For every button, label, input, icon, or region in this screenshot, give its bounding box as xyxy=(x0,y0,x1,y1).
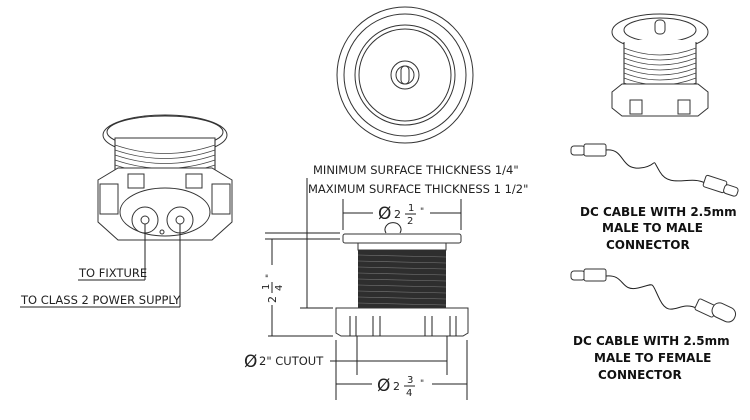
callout-to-power: TO CLASS 2 POWER SUPPLY xyxy=(20,224,181,308)
min-thickness-label: MINIMUM SURFACE THICKNESS 1/4" xyxy=(313,163,519,177)
flange-dim-whole: 2 xyxy=(394,208,401,221)
cable-male-to-male-caption: DC CABLE WITH 2.5mm MALE TO MALE CONNECT… xyxy=(580,205,737,252)
cable-caption-line: DC CABLE WITH 2.5mm xyxy=(580,205,737,219)
cable-caption-line: MALE TO MALE xyxy=(602,221,703,235)
cable-male-to-male-drawing xyxy=(570,143,739,197)
cable-male-to-female-caption: DC CABLE WITH 2.5mm MALE TO FEMALE CONNE… xyxy=(573,334,730,382)
diameter-symbol: Ø xyxy=(377,376,390,396)
base-dim-unit: " xyxy=(420,379,424,389)
dim-flange-diameter: Ø 2 1 2 " xyxy=(342,199,462,230)
flange-dim-num: 1 xyxy=(408,203,414,214)
isometric-fixture-view xyxy=(97,114,233,241)
cable-caption-line: DC CABLE WITH 2.5mm xyxy=(573,334,730,348)
cable-caption-line: CONNECTOR xyxy=(606,238,690,252)
dim-cutout: Ø 2" CUTOUT xyxy=(244,336,448,375)
to-power-supply-label: TO CLASS 2 POWER SUPPLY xyxy=(20,293,181,307)
diameter-symbol: Ø xyxy=(244,352,257,372)
height-dim-unit: " xyxy=(265,274,275,278)
flange-dim-den: 2 xyxy=(407,216,413,227)
callout-to-fixture: TO FIXTURE xyxy=(78,224,147,281)
height-dim-whole: 2 xyxy=(266,296,279,303)
flange-dim-unit: " xyxy=(420,207,424,217)
top-view xyxy=(336,6,474,144)
dim-base-diameter: Ø 2 3 4 " xyxy=(335,340,468,400)
cutout-label: 2" CUTOUT xyxy=(259,354,324,368)
to-fixture-label: TO FIXTURE xyxy=(78,266,147,280)
cable-caption-line: CONNECTOR xyxy=(598,368,682,382)
side-view xyxy=(335,222,469,337)
max-thickness-label: MAXIMUM SURFACE THICKNESS 1 1/2" xyxy=(308,182,528,196)
product-isometric-view xyxy=(611,13,709,117)
base-dim-num: 3 xyxy=(407,375,413,386)
dim-height: 2 1 4 " xyxy=(261,178,340,337)
base-dim-den: 4 xyxy=(406,388,412,399)
diameter-symbol: Ø xyxy=(378,204,391,224)
cable-caption-line: MALE TO FEMALE xyxy=(594,351,711,365)
cable-male-to-female-drawing xyxy=(570,268,737,323)
base-dim-whole: 2 xyxy=(393,380,400,393)
height-dim-den: 4 xyxy=(274,285,285,291)
height-dim-num: 1 xyxy=(261,284,272,290)
